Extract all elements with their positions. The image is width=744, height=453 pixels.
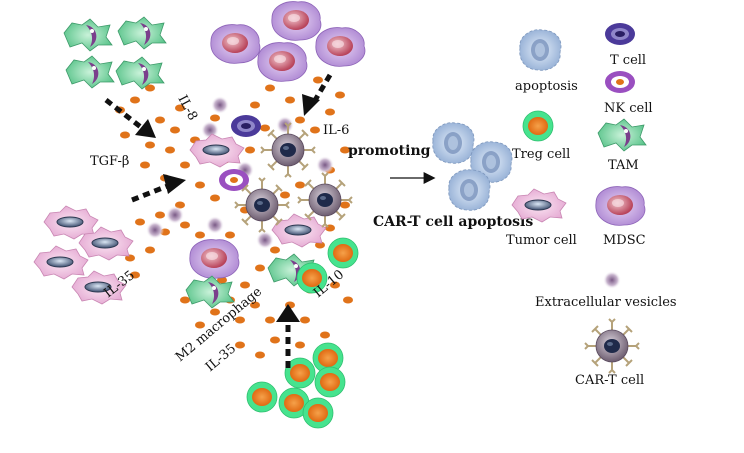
legend-car-t-cell: CAR-T cell [575,318,644,388]
legend-tumor-cell: Tumor cell [506,188,577,248]
legend-tam-icon [597,118,647,152]
legend-apoptosis: apoptosis [515,29,578,94]
arrow-head-treg [276,304,300,322]
arrow-head-il8 [135,119,156,138]
arrow-il8 [104,98,144,130]
legend-t-cell-label: T cell [610,53,646,68]
center-mdsc [189,239,240,279]
label-tgfb: TGF-β [90,154,129,169]
label-car-t-apoptosis: CAR-T cell apoptosis [373,214,533,230]
legend-t-cell-icon [605,23,635,45]
legend-nk-cell: NK cell [604,71,653,116]
legend-t-cell: T cell [605,23,646,68]
legend-tumor-cell-label: Tumor cell [506,233,577,248]
center-t-cell [231,115,261,137]
legend-car-t-cell-icon [584,318,640,374]
arrow-head-il6 [302,94,320,116]
legend-mdsc-label: MDSC [603,233,646,248]
label-il35-bottom: IL-35 [203,341,239,375]
legend-extracellular-vesicles-icon [603,271,621,289]
arrow-heads [135,94,320,322]
label-promoting: promoting [348,143,431,159]
legend-treg: Treg cell [512,110,570,162]
legend-mdsc-icon [595,186,646,226]
arrow-tgfb [131,182,171,203]
dashed-arrows [104,73,333,368]
legend-nk-cell-label: NK cell [604,101,653,116]
legend-treg-label: Treg cell [512,147,570,162]
arrow-head-tgfb [163,174,186,194]
tam-cluster-top-left [63,16,167,90]
legend: apoptosis T cell NK cell Treg cell TAM T… [506,23,677,388]
legend-apoptosis-label: apoptosis [515,79,578,94]
legend-nk-cell-icon [605,71,635,93]
legend-car-t-cell-label: CAR-T cell [575,373,644,388]
legend-tam-label: TAM [608,158,639,173]
legend-apoptosis-icon [519,29,562,71]
legend-extracellular-vesicles-label: Extracellular vesicles [535,295,677,310]
legend-treg-icon [522,110,554,142]
legend-extracellular-vesicles: Extracellular vesicles [535,271,677,310]
mdsc-cluster-top [210,1,366,82]
apoptotic-cell-cluster [432,122,513,211]
label-il6: IL-6 [323,123,349,138]
legend-tam: TAM [597,118,647,173]
arrow-il6 [311,73,333,104]
legend-mdsc: MDSC [595,186,646,248]
